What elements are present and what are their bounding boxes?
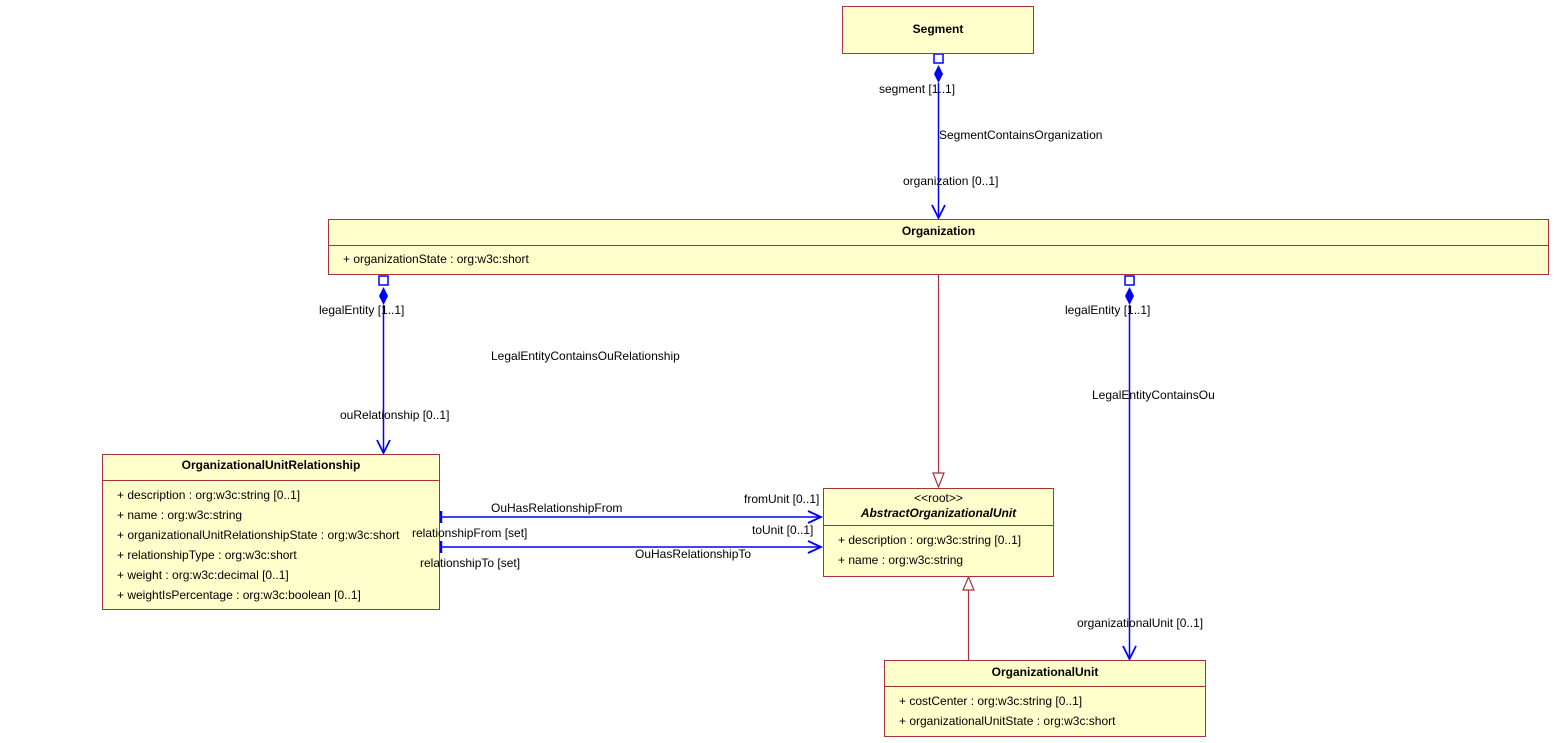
rel-from-association[interactable]: [439, 510, 824, 524]
segment-org-association[interactable]: [931, 53, 946, 221]
attribute: + description : org:w3c:string [0..1]: [838, 533, 1022, 547]
role-label: ouRelationship [0..1]: [340, 408, 450, 422]
association-name: LegalEntityContainsOu: [1092, 388, 1215, 402]
organization-generalization[interactable]: [932, 275, 945, 489]
role-label: toUnit [0..1]: [752, 523, 814, 537]
class-name: Segment: [912, 22, 964, 36]
class-organization[interactable]: Organization + organizationState : org:w…: [328, 219, 1549, 275]
role-label: organizationalUnit [0..1]: [1077, 616, 1204, 630]
attribute: + organizationalUnitState : org:w3c:shor…: [899, 714, 1116, 728]
class-name: OrganizationalUnitRelationship: [103, 455, 439, 481]
attribute: + weightIsPercentage : org:w3c:boolean […: [117, 588, 361, 602]
role-label: relationshipTo [set]: [420, 556, 521, 570]
class-organizational-unit-relationship[interactable]: OrganizationalUnitRelationship + descrip…: [102, 454, 440, 610]
attribute: + name : org:w3c:string: [117, 508, 243, 522]
role-label: organization [0..1]: [903, 174, 999, 188]
role-label: legalEntity [1..1]: [1065, 303, 1151, 317]
role-label: legalEntity [1..1]: [319, 303, 405, 317]
stereotype: <<root>>: [914, 491, 963, 505]
role-label: fromUnit [0..1]: [744, 492, 820, 506]
attribute: + name : org:w3c:string: [838, 553, 964, 567]
class-abstract-organizational-unit[interactable]: <<root>> AbstractOrganizationalUnit + de…: [823, 488, 1054, 577]
le-ou-association[interactable]: [1122, 275, 1137, 662]
association-name: SegmentContainsOrganization: [939, 128, 1103, 142]
attribute: + relationshipType : org:w3c:short: [117, 548, 297, 562]
association-name: OuHasRelationshipTo: [635, 547, 752, 561]
class-name: OrganizationalUnit: [885, 661, 1205, 687]
attribute: + weight : org:w3c:decimal [0..1]: [117, 568, 289, 582]
class-name: AbstractOrganizationalUnit: [860, 506, 1017, 520]
attribute: + description : org:w3c:string [0..1]: [117, 488, 301, 502]
association-name: LegalEntityContainsOuRelationship: [491, 349, 680, 363]
role-label: relationshipFrom [set]: [412, 526, 528, 540]
role-label: segment [1..1]: [879, 82, 956, 96]
ou-generalization[interactable]: [962, 575, 975, 660]
le-our-association[interactable]: [376, 275, 391, 456]
class-organizational-unit[interactable]: OrganizationalUnit + costCenter : org:w3…: [884, 660, 1206, 737]
class-segment[interactable]: Segment: [842, 6, 1034, 54]
class-header: <<root>> AbstractOrganizationalUnit: [824, 489, 1053, 526]
attribute: + organizationalUnitRelationshipState : …: [117, 528, 400, 542]
attribute: + costCenter : org:w3c:string [0..1]: [899, 694, 1083, 708]
class-name: Organization: [329, 220, 1548, 246]
rel-to-association[interactable]: [439, 540, 824, 554]
attribute: + organizationState : org:w3c:short: [343, 252, 529, 266]
association-name: OuHasRelationshipFrom: [491, 501, 623, 515]
